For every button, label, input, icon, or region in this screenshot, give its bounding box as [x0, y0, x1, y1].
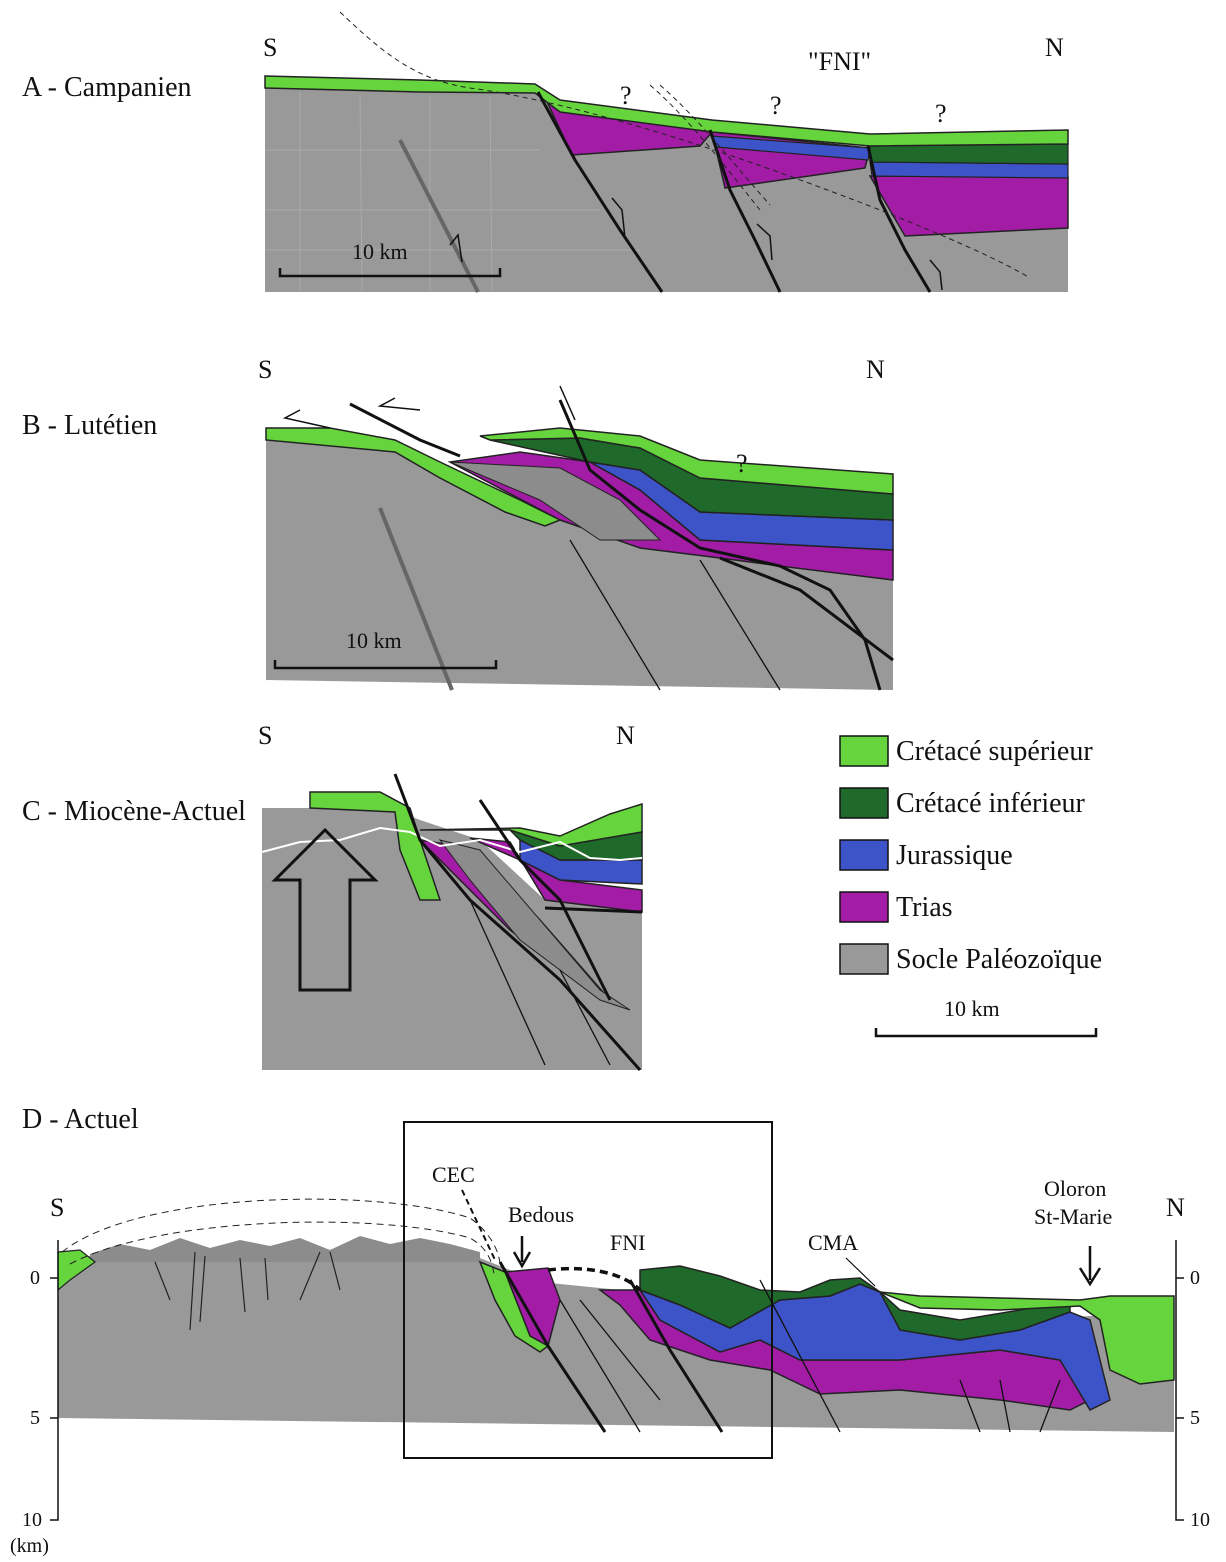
panel-d-left-tick-10: 10	[22, 1509, 42, 1531]
legend-scale-bar: 10 km	[874, 996, 1098, 1038]
panel-d-left-tick-0: 0	[30, 1267, 40, 1289]
panel-a-trias-3	[868, 175, 1069, 237]
panel-b-question: ?	[736, 449, 748, 478]
panel-d-focus-box	[403, 1121, 773, 1459]
legend-item-cretace-inferieur: Crétacé inférieur	[839, 787, 1086, 819]
panel-d-basement-ridge	[90, 1236, 480, 1262]
panel-a-cretace-inferieur	[869, 143, 1069, 165]
legend-label-cretace-superieur: Crétacé supérieur	[896, 736, 1093, 767]
panel-d-dashed-envelopes	[61, 1198, 501, 1275]
panel-c-basement	[262, 808, 642, 1070]
panel-d-north-label: N	[1166, 1193, 1185, 1222]
panel-a-dashed-lines	[339, 11, 1031, 279]
panel-d-basement-faults	[154, 1251, 341, 1331]
panel-d-right-tick-0: 0	[1190, 1267, 1200, 1289]
panel-b-cretace-superieur-north	[479, 427, 894, 495]
panel-d: D - Actuel S N	[10, 1104, 1210, 1557]
panel-c-north-label: N	[616, 721, 635, 750]
panel-d-cec-leader	[461, 1189, 497, 1263]
panel-b-squeezed-core	[449, 461, 662, 541]
panel-b-faults	[349, 399, 894, 691]
legend: Crétacé supérieur Crétacé inférieur Jura…	[839, 735, 1102, 1038]
panel-c: C - Miocène-Actuel S N	[22, 721, 643, 1071]
legend-swatch-jurassique	[839, 839, 889, 871]
legend-label-jurassique: Jurassique	[896, 840, 1013, 871]
legend-item-cretace-superieur: Crétacé supérieur	[839, 735, 1093, 767]
legend-label-cretace-inferieur: Crétacé inférieur	[896, 788, 1086, 819]
legend-swatch-trias	[839, 891, 889, 923]
panel-d-oloron-label-line1: Oloron	[1044, 1176, 1106, 1201]
panel-d-fni-label: FNI	[610, 1230, 645, 1255]
panel-d-bedous-arrow-icon	[512, 1236, 532, 1269]
panel-d-cma-label: CMA	[808, 1230, 858, 1255]
panel-d-cec-label: CEC	[432, 1162, 475, 1187]
panel-b-scale-label: 10 km	[346, 628, 402, 653]
panel-a-shear-arrows	[449, 197, 943, 291]
legend-item-jurassique: Jurassique	[839, 839, 1013, 871]
panel-a-scale-label: 10 km	[352, 239, 408, 264]
panel-d-south-label: S	[50, 1193, 64, 1222]
panel-a-question-1: ?	[620, 81, 632, 110]
panel-b-north-label: N	[866, 355, 885, 384]
panel-a-basement-texture	[265, 92, 640, 291]
panel-c-cretace-superieur-north	[419, 802, 643, 847]
panel-a: A - Campanien S N "FNI"	[22, 11, 1069, 293]
panel-b-minor-faults	[569, 539, 781, 691]
legend-label-socle: Socle Paléozoïque	[896, 944, 1102, 975]
panel-b-basement	[266, 438, 893, 690]
panel-b-scale-bar: 10 km	[273, 628, 498, 670]
panel-a-south-label: S	[263, 33, 277, 62]
panel-a-question-2: ?	[770, 91, 782, 120]
panel-d-left-tick-5: 5	[30, 1407, 40, 1429]
panel-d-main-faults	[498, 1261, 724, 1433]
legend-label-trias: Trias	[896, 892, 953, 923]
panel-a-cretace-superieur	[264, 75, 1069, 147]
panel-b-cretace-superieur-south	[265, 427, 562, 527]
legend-swatch-socle	[839, 943, 889, 975]
panel-b: B - Lutétien S N ?	[22, 355, 894, 691]
panel-a-scale-bar: 10 km	[278, 239, 502, 278]
uplift-arrow-icon	[271, 827, 379, 992]
panel-a-old-fault	[398, 139, 480, 293]
panel-b-old-fault	[378, 507, 454, 691]
panel-d-title: D - Actuel	[22, 1104, 139, 1135]
panel-d-right-tick-5: 5	[1190, 1407, 1200, 1429]
panel-b-south-label: S	[258, 355, 272, 384]
panel-a-north-label: N	[1045, 33, 1064, 62]
panel-d-oloron-arrow-icon	[1078, 1246, 1102, 1287]
panel-d-cretace-superieur-north	[879, 1291, 1175, 1385]
panel-a-jurassique-2	[869, 161, 1069, 179]
panel-d-bedous-label: Bedous	[508, 1202, 574, 1227]
panel-c-cretace-superieur-south	[309, 791, 442, 901]
panel-b-title: B - Lutétien	[22, 410, 157, 441]
panel-d-cma-leader	[845, 1257, 876, 1287]
legend-swatch-cretace-superieur	[839, 735, 889, 767]
legend-item-trias: Trias	[839, 891, 953, 923]
panel-c-title: C - Miocène-Actuel	[22, 796, 246, 827]
panel-d-cretace-superieur-cec	[478, 1260, 550, 1353]
panel-a-fni-label: "FNI"	[808, 47, 871, 76]
panel-a-title: A - Campanien	[22, 72, 192, 103]
panel-d-oloron-label-line2: St-Marie	[1034, 1204, 1112, 1229]
legend-swatch-cretace-inferieur	[839, 787, 889, 819]
panel-c-south-label: S	[258, 721, 272, 750]
panel-d-right-depth-axis: 0 5 10	[1175, 1240, 1210, 1531]
panel-d-left-depth-axis: 0 5 10 (km)	[10, 1240, 59, 1557]
panel-b-shear-arrows	[282, 385, 576, 429]
legend-scale-label: 10 km	[944, 996, 1000, 1021]
panel-a-basement	[265, 88, 1068, 292]
panel-d-depth-unit: (km)	[10, 1535, 49, 1557]
panel-a-question-3: ?	[935, 99, 947, 128]
legend-item-socle: Socle Paléozoïque	[839, 943, 1102, 975]
panel-d-right-tick-10: 10	[1190, 1509, 1210, 1531]
panel-d-minor-faults	[559, 1279, 1061, 1433]
panel-c-squeezed-core	[438, 839, 631, 1011]
panel-c-minor-faults	[469, 899, 611, 1066]
